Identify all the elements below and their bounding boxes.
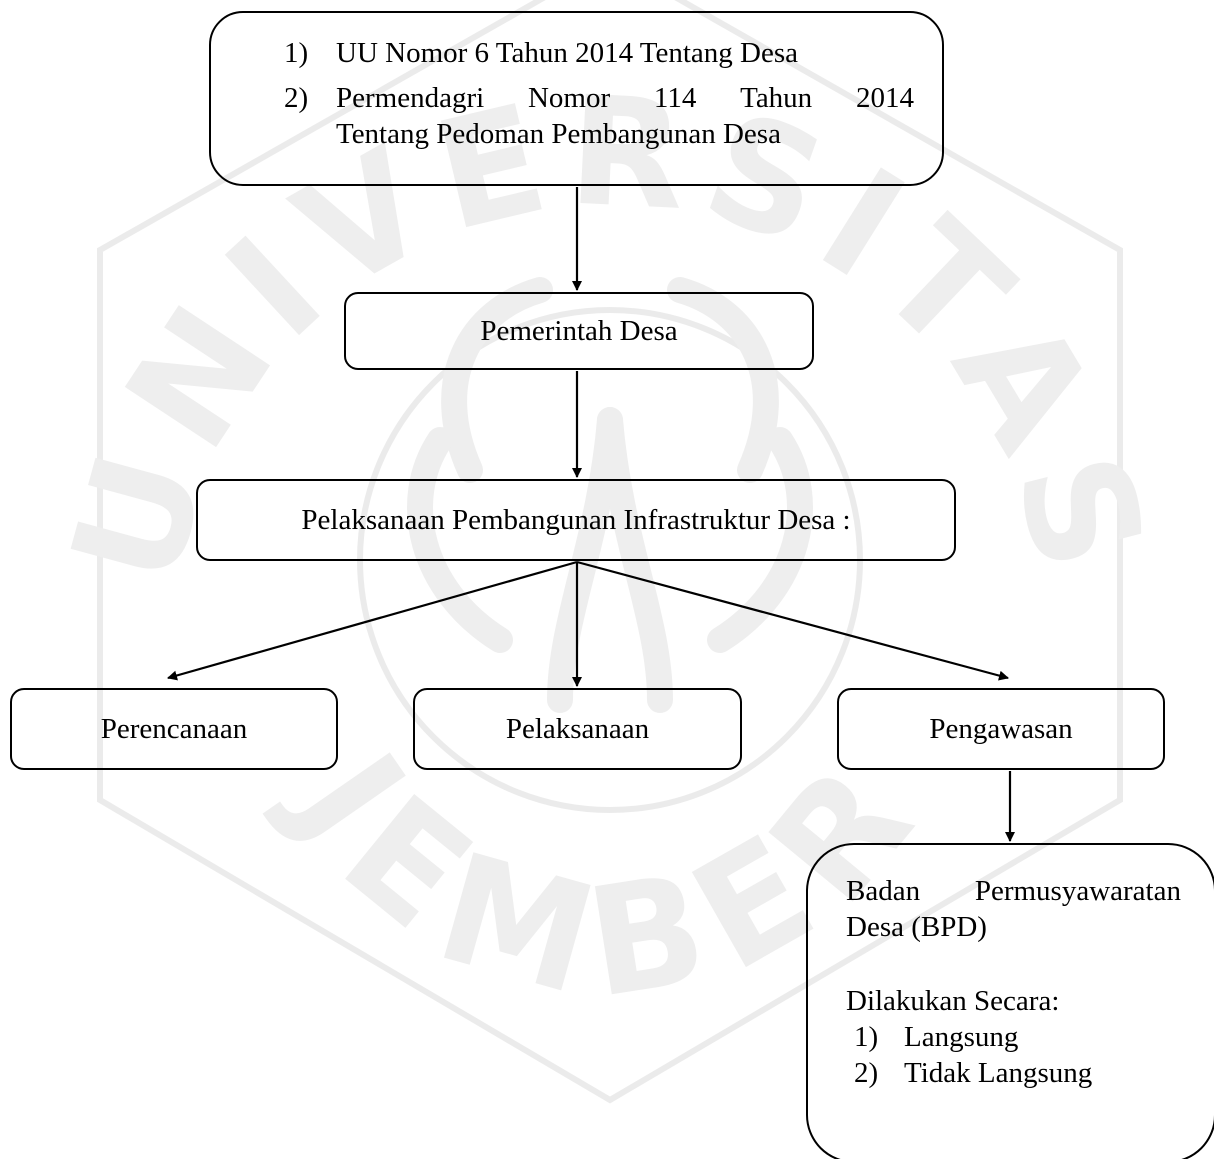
legal-basis-item-2-line-1: Permendagri Nomor 114 Tahun 2014 <box>336 80 914 116</box>
legal-word: Permendagri <box>336 82 485 114</box>
legal-word: 114 <box>653 82 697 114</box>
perencanaan-label: Perencanaan <box>100 712 248 745</box>
bpd-box: Badan Permusyawaratan Desa (BPD) Dilakuk… <box>806 843 1214 1159</box>
pelaksanaan-label: Pelaksanaan <box>505 712 650 745</box>
legal-word: 2014 <box>855 82 914 114</box>
legal-basis-item-2-number: 2) <box>284 82 309 114</box>
pemerintah-desa-label: Pemerintah Desa <box>480 314 678 347</box>
bpd-method-item-2-text: Tidak Langsung <box>904 1057 1093 1089</box>
arrow-to-pengawasan <box>576 560 1009 681</box>
bpd-word: Badan <box>846 875 921 907</box>
bpd-method-item-1-text: Langsung <box>904 1021 1019 1053</box>
pemerintah-desa-box: Pemerintah Desa <box>344 292 814 370</box>
bpd-method-item-1-number: 1) <box>854 1021 879 1053</box>
legal-basis-box: 1) UU Nomor 6 Tahun 2014 Tentang Desa 2)… <box>209 11 944 186</box>
pengawasan-box: Pengawasan <box>837 688 1165 770</box>
bpd-method-item-2: 2) Tidak Langsung <box>846 1055 1181 1091</box>
legal-basis-item-1-number: 1) <box>284 37 309 69</box>
legal-basis-item-2-line-2: Tentang Pedoman Pembangunan Desa <box>336 118 781 150</box>
bpd-word: Permusyawaratan <box>974 875 1181 907</box>
legal-word: Nomor <box>527 82 611 114</box>
bpd-spacer <box>846 945 1181 983</box>
bpd-content: Badan Permusyawaratan Desa (BPD) Dilakuk… <box>846 873 1181 1091</box>
legal-basis-item-1-text: UU Nomor 6 Tahun 2014 Tentang Desa <box>336 37 799 69</box>
bpd-line-1: Badan Permusyawaratan <box>846 873 1181 909</box>
bpd-method-label: Dilakukan Secara: <box>846 985 1060 1017</box>
legal-basis-item-1: 1) UU Nomor 6 Tahun 2014 Tentang Desa <box>284 35 914 71</box>
pelaksanaan-box: Pelaksanaan <box>413 688 742 770</box>
legal-word: Tahun <box>740 82 813 114</box>
legal-basis-item-2: 2) Permendagri Nomor 114 Tahun 2014 Tent… <box>284 80 914 152</box>
pengawasan-label: Pengawasan <box>929 712 1073 745</box>
bpd-method-item-1: 1) Langsung <box>846 1019 1181 1055</box>
bpd-line-2: Desa (BPD) <box>846 911 987 943</box>
infrastructure-implementation-label: Pelaksanaan Pembangunan Infrastruktur De… <box>301 503 851 536</box>
legal-basis-list: 1) UU Nomor 6 Tahun 2014 Tentang Desa 2)… <box>284 35 914 161</box>
perencanaan-box: Perencanaan <box>10 688 338 770</box>
arrow-to-perencanaan <box>167 560 578 681</box>
infrastructure-implementation-box: Pelaksanaan Pembangunan Infrastruktur De… <box>196 479 956 561</box>
bpd-method-item-2-number: 2) <box>854 1057 879 1089</box>
